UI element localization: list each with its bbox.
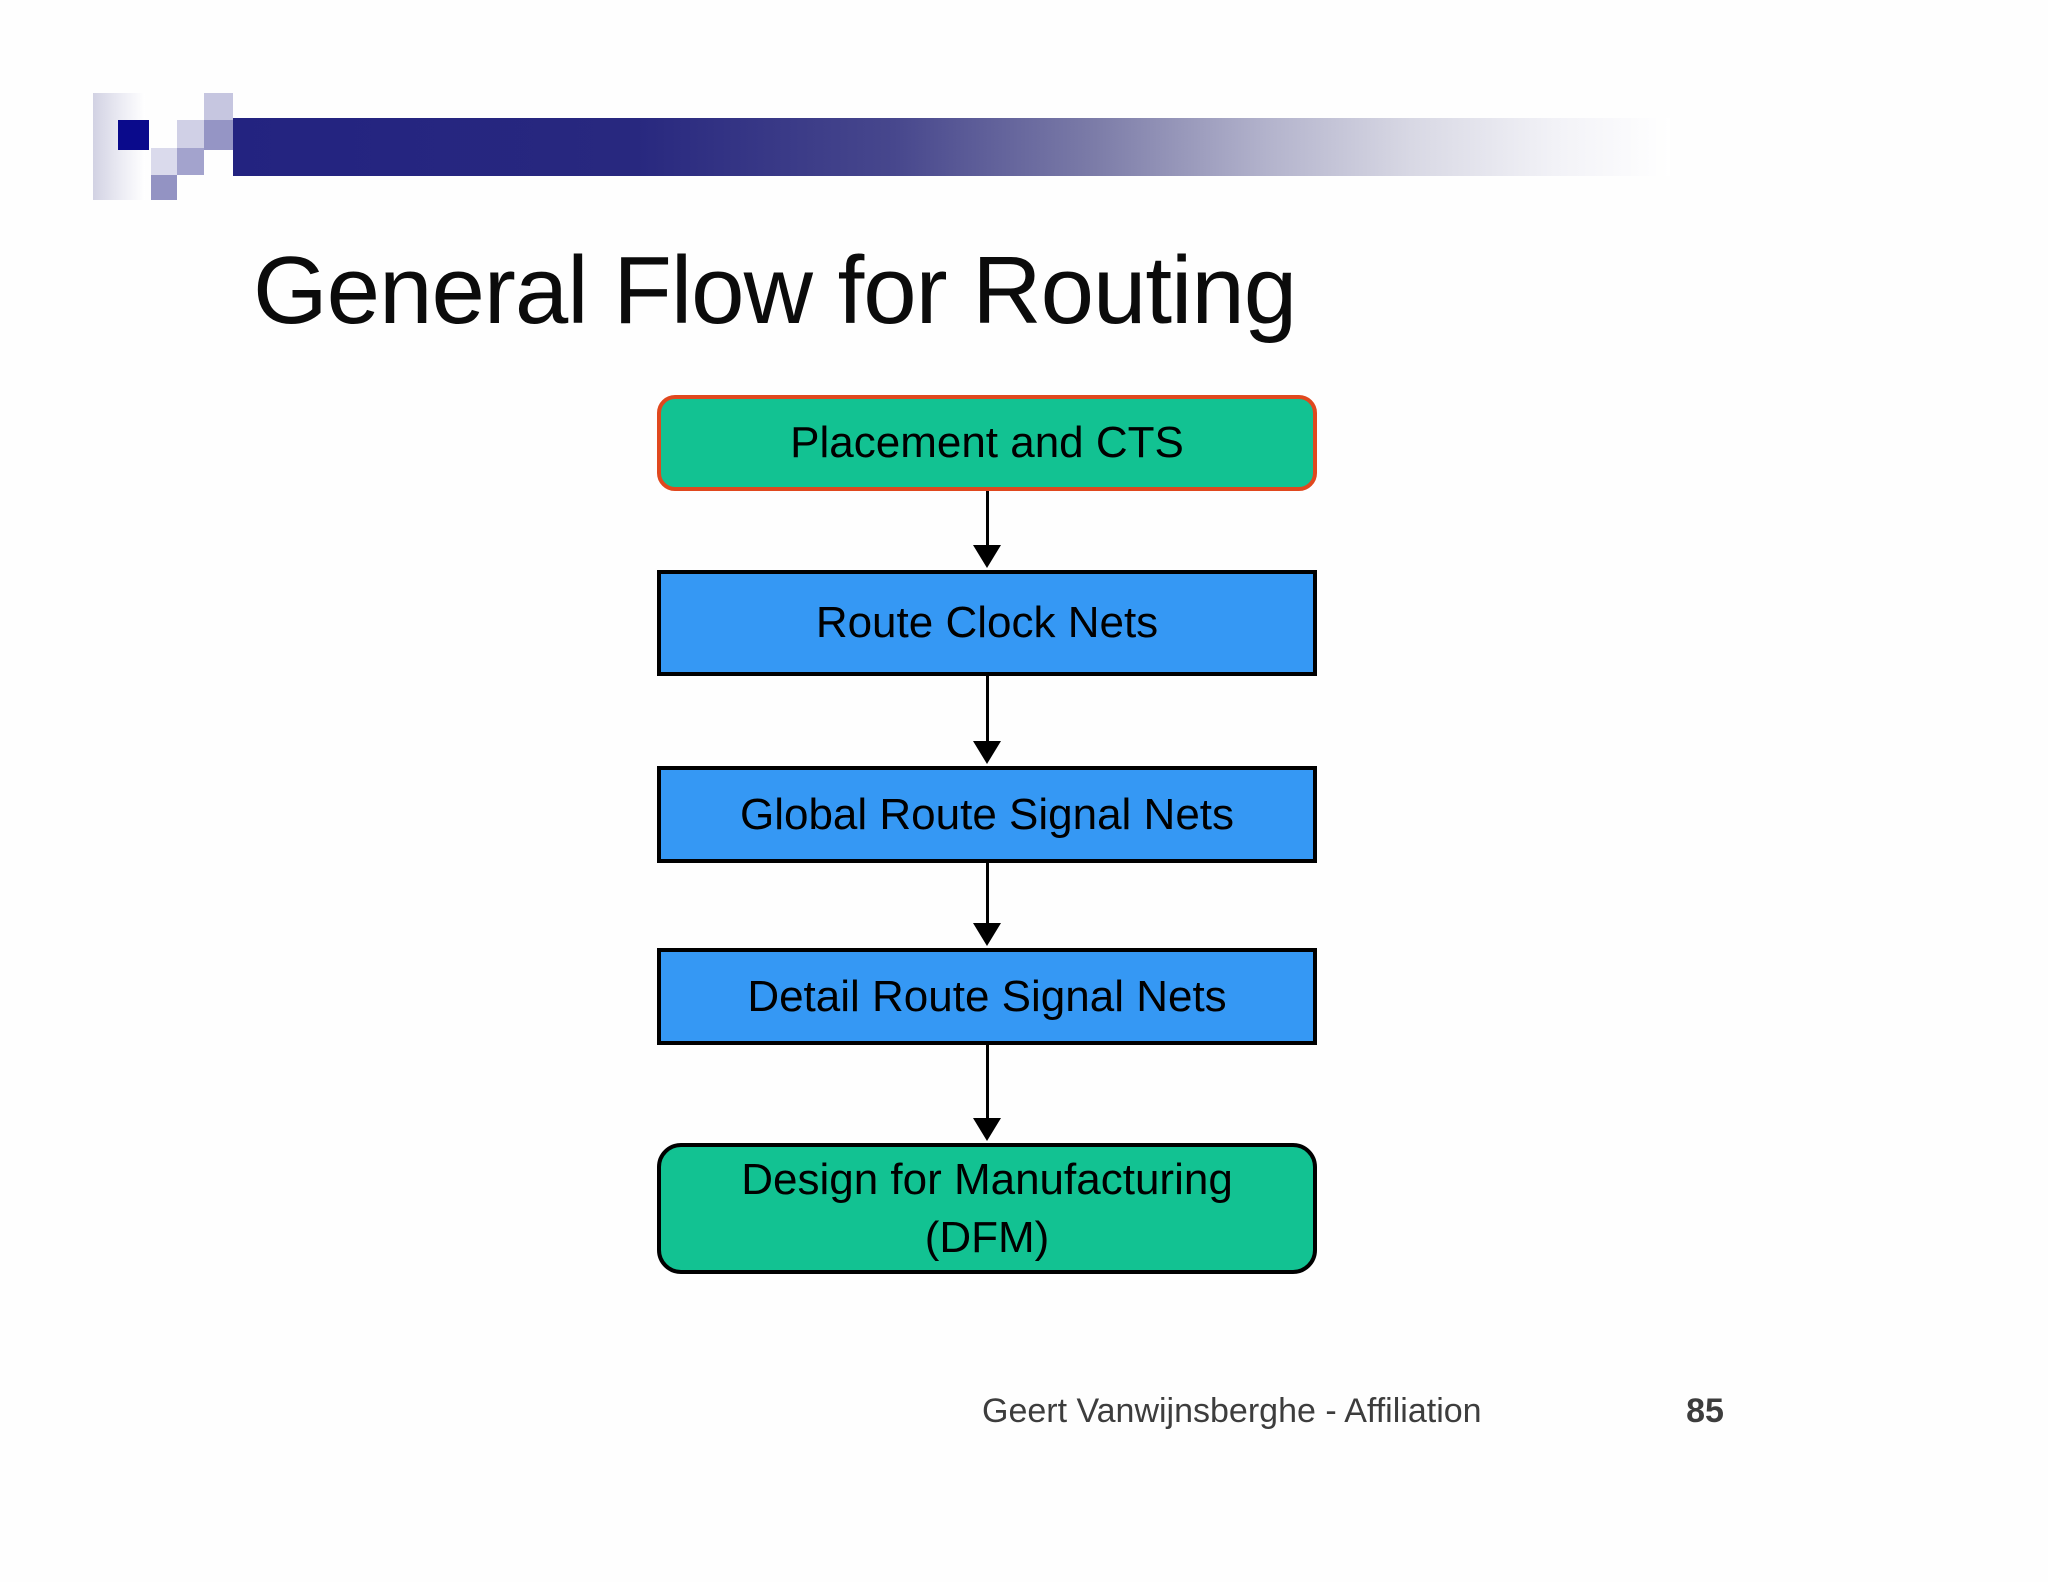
deco-square: [204, 120, 233, 150]
deco-gradient-bar: [233, 118, 1670, 176]
flow-node-placement-cts: Placement and CTS: [657, 395, 1317, 491]
deco-square: [204, 93, 233, 120]
arrow-head-icon: [973, 741, 1001, 764]
flow-node-label-line1: Design for Manufacturing: [741, 1155, 1233, 1205]
flow-arrow: [972, 1045, 1002, 1141]
flow-node-global-route-signal-nets: Global Route Signal Nets: [657, 766, 1317, 863]
footer-page-number: 85: [1686, 1392, 1724, 1430]
flow-node-detail-route-signal-nets: Detail Route Signal Nets: [657, 948, 1317, 1045]
flow-node-label: Route Clock Nets: [815, 598, 1159, 648]
deco-square: [151, 148, 177, 175]
flow-arrow: [972, 676, 1002, 764]
arrow-shaft: [985, 863, 989, 923]
footer-credit: Geert Vanwijnsberghe - Affiliation: [982, 1392, 1482, 1430]
arrow-head-icon: [973, 545, 1001, 568]
flow-node-design-for-manufacturing: Design for Manufacturing (DFM): [657, 1143, 1317, 1274]
flow-node-label: Placement and CTS: [790, 418, 1184, 468]
arrow-shaft: [985, 676, 989, 741]
slide-title: General Flow for Routing: [253, 237, 1297, 344]
flow-arrow: [972, 863, 1002, 946]
deco-square: [151, 175, 177, 200]
arrow-shaft: [985, 1045, 989, 1118]
arrow-head-icon: [973, 1118, 1001, 1141]
flow-node-label: Detail Route Signal Nets: [747, 971, 1227, 1021]
flow-node-route-clock-nets: Route Clock Nets: [657, 570, 1317, 676]
arrow-head-icon: [973, 923, 1001, 946]
flow-node-label: Global Route Signal Nets: [739, 789, 1235, 839]
flow-node-label-line2: (DFM): [924, 1212, 1050, 1262]
flow-node-label: Design for Manufacturing (DFM): [741, 1151, 1233, 1265]
deco-square: [177, 148, 204, 175]
deco-navy-square: [118, 120, 149, 150]
arrow-shaft: [985, 491, 989, 545]
deco-square: [177, 120, 204, 150]
flow-arrow: [972, 491, 1002, 568]
